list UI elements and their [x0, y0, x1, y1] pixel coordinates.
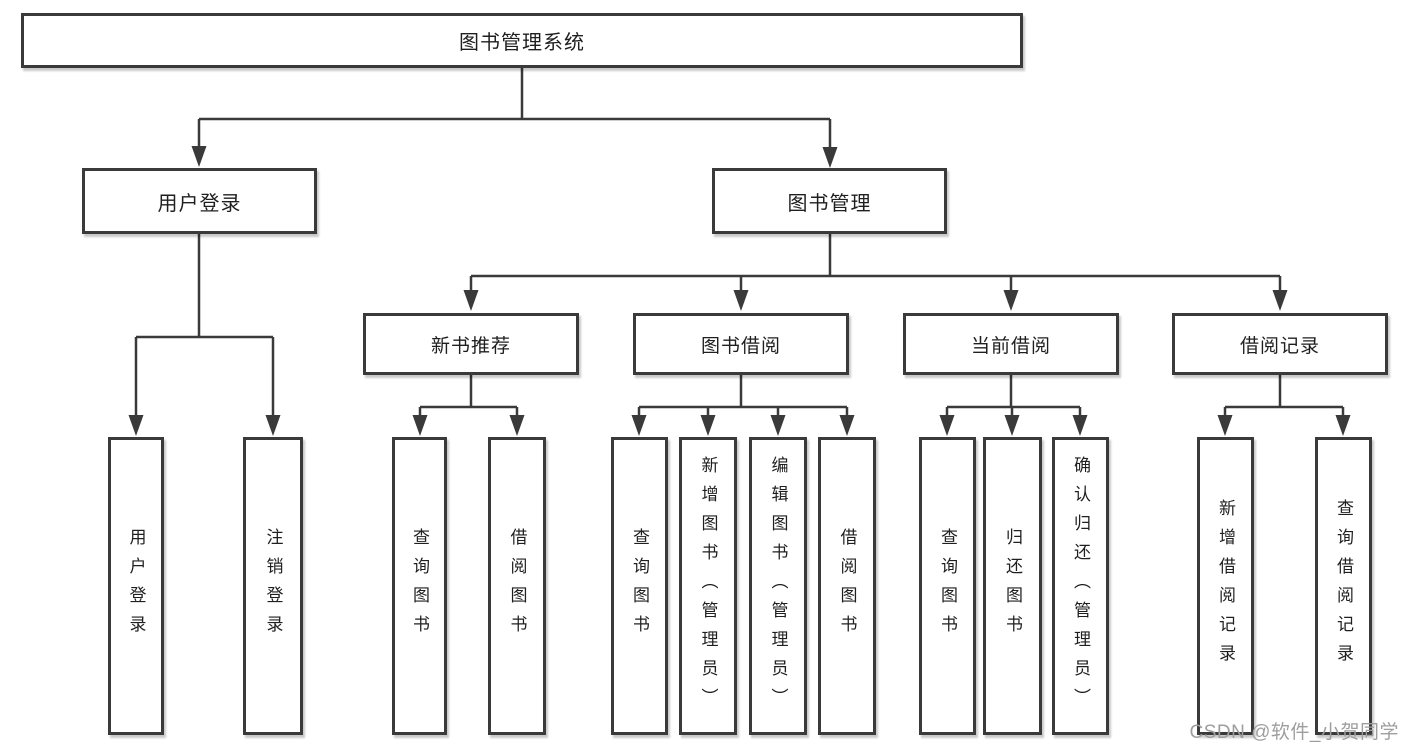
leaf-add-borrow-record: 新增借阅记录 [1197, 437, 1254, 735]
node-label: 图书借阅 [700, 335, 781, 357]
leaf-label: 查询图书 [630, 528, 649, 644]
leaf-borrow-books-recommend: 借阅图书 [488, 437, 546, 735]
leaf-label: 确认归还（管理员） [1071, 455, 1090, 717]
leaf-logout: 注销登录 [243, 437, 303, 735]
node-book-borrow: 图书借阅 [633, 313, 849, 375]
leaf-label: 编辑图书（管理员） [768, 455, 788, 717]
leaf-edit-book-admin: 编辑图书（管理员） [749, 437, 807, 735]
leaf-label: 借阅图书 [507, 528, 527, 644]
arrowheads [128, 146, 1351, 436]
leaf-query-books-recommend: 查询图书 [392, 437, 447, 735]
leaf-user-login: 用户登录 [108, 437, 164, 735]
node-label: 用户登录 [157, 192, 242, 215]
node-new-book-recommend: 新书推荐 [363, 313, 579, 375]
node-label: 借阅记录 [1239, 335, 1320, 357]
leaf-label: 注销登录 [263, 528, 283, 644]
leaf-borrow-books: 借阅图书 [818, 437, 876, 735]
node-label: 新书推荐 [430, 335, 511, 357]
leaf-return-books: 归还图书 [983, 437, 1042, 735]
leaf-label: 新增图书（管理员） [698, 455, 718, 717]
leaf-label: 新增借阅记录 [1216, 499, 1235, 673]
watermark: CSDN @软件_小贺同学 [1189, 722, 1399, 743]
node-label: 当前借阅 [970, 335, 1051, 357]
node-user-login: 用户登录 [82, 168, 317, 234]
node-borrow-records: 借阅记录 [1172, 313, 1388, 375]
node-book-management: 图书管理 [712, 168, 947, 234]
node-current-borrow: 当前借阅 [903, 313, 1119, 375]
leaf-query-borrow-record: 查询借阅记录 [1315, 437, 1372, 735]
leaf-query-books-borrow: 查询图书 [611, 437, 668, 735]
leaf-add-book-admin: 新增图书（管理员） [679, 437, 737, 735]
node-label: 图书管理系统 [459, 32, 585, 54]
leaf-label: 查询图书 [938, 528, 957, 644]
node-label: 图书管理 [787, 192, 872, 215]
leaf-label: 用户登录 [126, 528, 146, 644]
leaf-label: 查询借阅记录 [1334, 499, 1353, 673]
node-library-management-system: 图书管理系统 [21, 13, 1023, 68]
leaf-query-books-current: 查询图书 [919, 437, 976, 735]
leaf-label: 借阅图书 [837, 528, 857, 644]
leaf-confirm-return-admin: 确认归还（管理员） [1052, 437, 1109, 735]
leaf-label: 归还图书 [1003, 528, 1022, 644]
leaf-label: 查询图书 [410, 528, 429, 644]
